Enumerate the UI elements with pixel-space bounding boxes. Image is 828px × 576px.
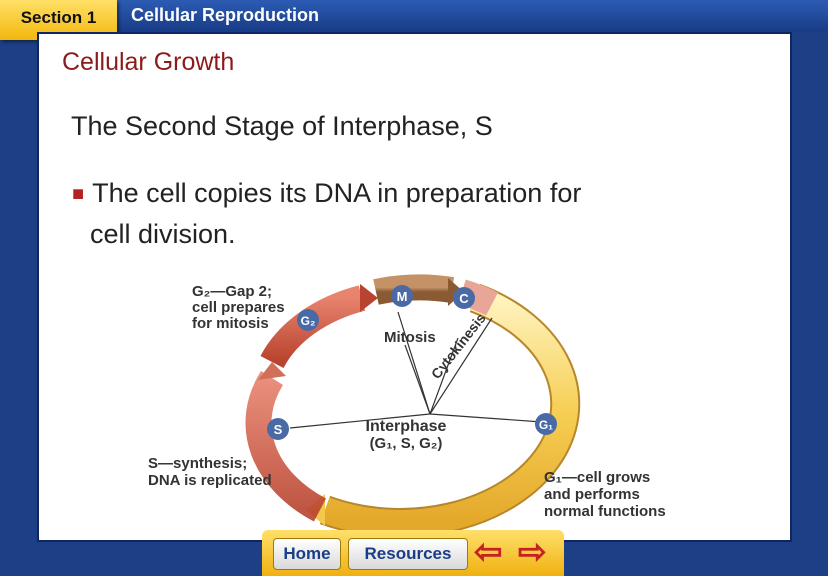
top-frame-bar [0, 0, 828, 32]
bullet-text-line2: cell division. [90, 219, 236, 249]
s-caption: S—synthesis; DNA is replicated [148, 455, 272, 489]
bullet-marker-icon: ■ [72, 183, 85, 205]
badge-s-label: S [274, 422, 283, 437]
g2-caption-line1: G₂—Gap 2; [192, 283, 272, 300]
back-arrow-icon[interactable]: ⇦ [474, 533, 503, 571]
badge-s: S [267, 418, 289, 440]
s-ring-segment [245, 362, 327, 522]
mitosis-ring-segment [373, 274, 464, 306]
badge-g1: G₁ [535, 413, 557, 435]
interphase-label: Interphase [366, 418, 447, 435]
g1-caption-line2: and performs [544, 486, 640, 503]
badge-c-label: C [459, 291, 469, 306]
resources-button[interactable]: Resources [348, 538, 468, 570]
badge-c: C [453, 287, 475, 309]
g2-ring-segment [260, 284, 378, 369]
pointer-lines [289, 311, 543, 429]
s-caption-line1: S—synthesis; [148, 455, 247, 472]
interphase-phases: (G₁, S, G₂) [370, 435, 443, 452]
g2-caption: G₂—Gap 2; cell prepares for mitosis [192, 283, 289, 332]
forward-arrow-icon[interactable]: ⇨ [518, 533, 547, 571]
slide-subtitle: The Second Stage of Interphase, S [71, 111, 493, 141]
home-button[interactable]: Home [273, 538, 341, 570]
chapter-title: Cellular Reproduction [131, 5, 320, 25]
badge-g1-label: G₁ [539, 418, 553, 432]
g1-caption-line1: G₁—cell grows [544, 469, 650, 486]
s-caption-line2: DNA is replicated [148, 472, 272, 489]
badge-m-label: M [397, 289, 408, 304]
badge-g2: G₂ [297, 309, 319, 331]
badge-m: M [391, 285, 413, 307]
bullet-point: ■ The cell copies its DNA in preparation … [72, 174, 712, 253]
navigation-bar: Home Resources ⇦ ⇨ [262, 530, 564, 576]
g2-caption-line2: cell prepares [192, 299, 285, 316]
mitosis-label: Mitosis [384, 329, 436, 346]
bullet-text-line1: The cell copies its DNA in preparation f… [92, 178, 582, 208]
g1-caption: G₁—cell grows and performs normal functi… [544, 469, 666, 520]
badge-g2-label: G₂ [301, 314, 316, 328]
section-label: Section 1 [20, 8, 97, 27]
g2-caption-line3: for mitosis [192, 315, 269, 332]
cell-cycle-diagram: M C G₂ S G₁ Mitosis Cytokinesis Interpha… [148, 274, 666, 530]
g1-caption-line3: normal functions [544, 503, 666, 520]
page-title: Cellular Growth [62, 48, 235, 76]
